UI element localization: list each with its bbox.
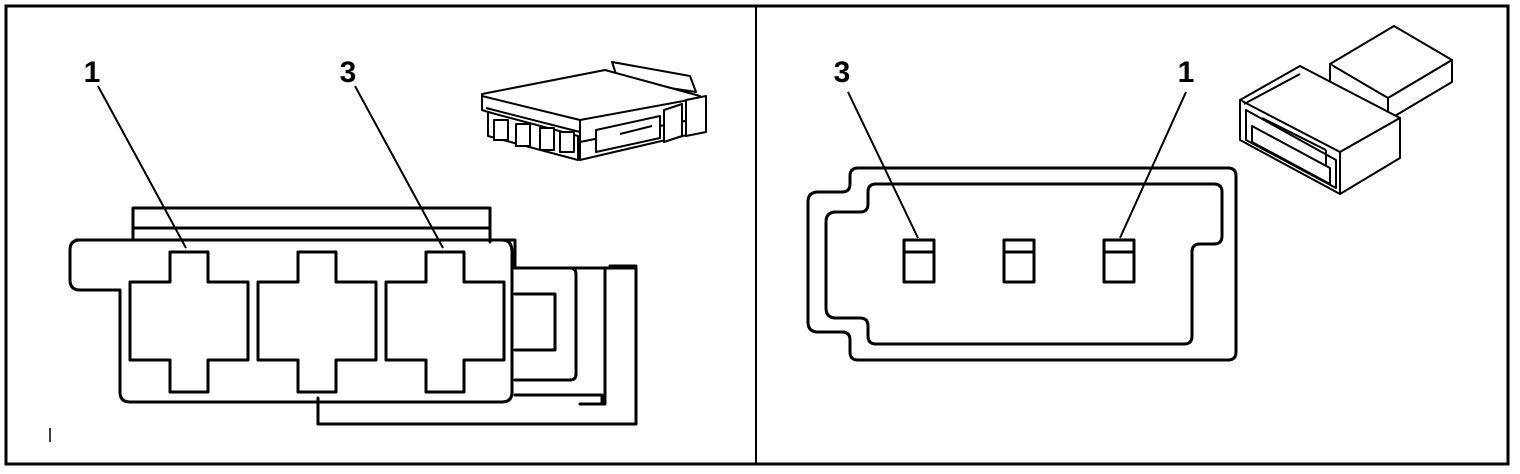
connector-face-housing xyxy=(68,206,638,426)
leader-line-1 xyxy=(1119,91,1187,239)
connector-3d-illustration xyxy=(1239,25,1453,195)
callout-label: 3 xyxy=(340,56,357,89)
leader-line-3 xyxy=(354,85,444,249)
leader-line-1 xyxy=(97,85,187,249)
left-panel: 1 3 xyxy=(49,56,707,442)
terminal-cavity-1 xyxy=(128,250,250,394)
terminal-1 xyxy=(1102,238,1136,284)
callout-label: 1 xyxy=(1178,56,1195,89)
right-panel: 3 1 xyxy=(806,25,1453,362)
callout-label: 3 xyxy=(834,56,851,89)
connector-3d-illustration xyxy=(481,61,707,161)
terminal-cavity-3 xyxy=(384,250,506,394)
terminal-cavity-2 xyxy=(256,250,378,394)
callout-label: 1 xyxy=(84,56,101,89)
connector-terminal-face xyxy=(806,166,1238,362)
leader-line-3 xyxy=(847,91,919,239)
terminal-2 xyxy=(1002,238,1036,284)
terminal-3 xyxy=(902,238,936,284)
